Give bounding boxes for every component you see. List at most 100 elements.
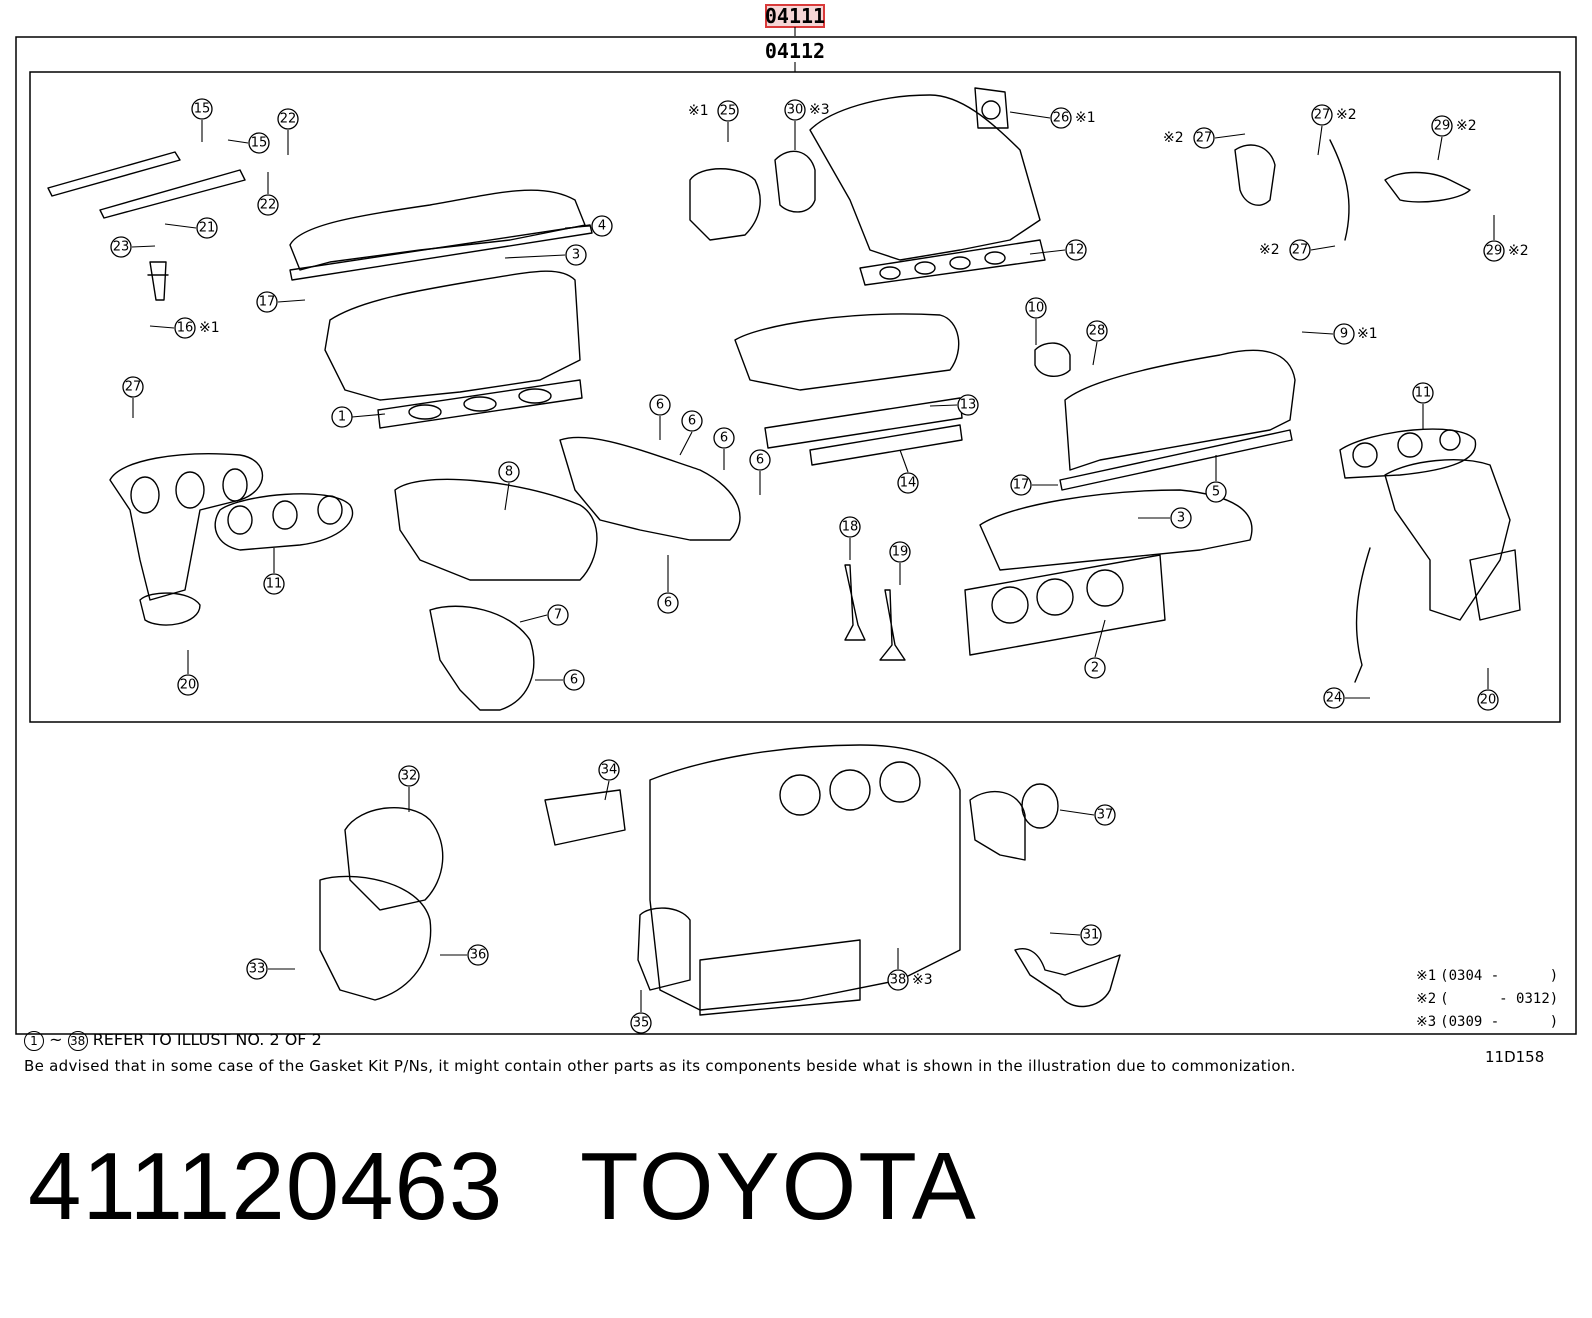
- callout-number: 25: [720, 104, 737, 119]
- svg-text:※3(0309 - ): ※3(0309 - ): [1416, 1014, 1558, 1030]
- callout-circle[interactable]: [498, 461, 520, 483]
- callout-circle[interactable]: [1477, 689, 1499, 711]
- callout-number: 29: [1486, 244, 1503, 259]
- callout-circle[interactable]: [174, 317, 196, 339]
- callout-circle[interactable]: [1094, 804, 1116, 826]
- callout-circle[interactable]: [1025, 297, 1047, 319]
- illustration-id: 11D158: [1485, 1048, 1545, 1066]
- refer-note: 1 ~ 38 REFER TO ILLUST NO. 2 OF 2: [24, 1030, 322, 1051]
- callout-circle[interactable]: [467, 944, 489, 966]
- callout-number: 23: [113, 240, 130, 255]
- callout-number: 27: [1196, 131, 1213, 146]
- callout-circle[interactable]: [248, 132, 270, 154]
- callout-circle[interactable]: [398, 765, 420, 787]
- refer-end-ring: 38: [67, 1031, 88, 1051]
- advisory-note: Be advised that in some case of the Gask…: [24, 1057, 1296, 1075]
- callout-circle[interactable]: [1431, 115, 1453, 137]
- callout-circle[interactable]: [1289, 239, 1311, 261]
- callout-circle[interactable]: [598, 759, 620, 781]
- callout-circle[interactable]: [887, 969, 909, 991]
- callout-number: 26: [1053, 111, 1070, 126]
- brand-name: TOYOTA: [580, 1133, 978, 1240]
- callout-circle[interactable]: [1193, 127, 1215, 149]
- kit-code: 04112: [765, 39, 825, 63]
- callout-circle[interactable]: [897, 472, 919, 494]
- callout-number: 22: [280, 112, 297, 127]
- legend-mark: ※2: [1416, 991, 1436, 1007]
- callout-number: 29: [1434, 119, 1451, 134]
- callout-note: ※1: [199, 320, 220, 336]
- refer-start-ring: 1: [24, 1031, 44, 1051]
- callout-circle[interactable]: [547, 604, 569, 626]
- callout-number: 11: [266, 577, 283, 592]
- assembly-code[interactable]: 04111: [765, 4, 825, 28]
- callout-circle[interactable]: [657, 592, 679, 614]
- callout-number: 15: [194, 102, 211, 117]
- callout-circle[interactable]: [177, 674, 199, 696]
- callout-circle[interactable]: [649, 394, 671, 416]
- callout-number: 10: [1028, 301, 1045, 316]
- callout-circle[interactable]: [1010, 474, 1032, 496]
- callout-number: 6: [664, 596, 672, 611]
- callout-note: ※2: [1259, 242, 1280, 258]
- callout-circle[interactable]: [256, 291, 278, 313]
- callout-number: 33: [249, 962, 266, 977]
- callout-circle[interactable]: [122, 376, 144, 398]
- callout-circle[interactable]: [1086, 320, 1108, 342]
- callout-circle[interactable]: [1323, 687, 1345, 709]
- callout-circle[interactable]: [630, 1012, 652, 1034]
- callout-circle[interactable]: [563, 669, 585, 691]
- callout-number: 19: [892, 545, 909, 560]
- callout-note: ※1: [688, 103, 709, 119]
- callout-circle[interactable]: [957, 394, 979, 416]
- callout-circle[interactable]: [196, 217, 218, 239]
- callout-circle[interactable]: [591, 215, 613, 237]
- callout-number: 27: [125, 380, 142, 395]
- callout-number: 22: [260, 198, 277, 213]
- callout-number: 8: [505, 465, 513, 480]
- callout-circle[interactable]: [1080, 924, 1102, 946]
- callout-circle[interactable]: [681, 410, 703, 432]
- applicability-legend: ※1(0304 - ) ※2( - 0312) ※3(0309 - ): [1416, 968, 1558, 1030]
- callout-circle[interactable]: [277, 108, 299, 130]
- callout-circle[interactable]: [331, 406, 353, 428]
- part-number: 411120463: [28, 1133, 504, 1240]
- callout-circle[interactable]: [257, 194, 279, 216]
- callout-number: 18: [842, 520, 859, 535]
- callout-note: ※2: [1163, 130, 1184, 146]
- callout-number: 6: [756, 453, 764, 468]
- callout-circle[interactable]: [263, 573, 285, 595]
- callout-number: 6: [720, 431, 728, 446]
- callout-circle[interactable]: [246, 958, 268, 980]
- callout-circle[interactable]: [565, 244, 587, 266]
- callout-number: 32: [401, 769, 418, 784]
- callout-circle[interactable]: [1065, 239, 1087, 261]
- callout-circle[interactable]: [717, 100, 739, 122]
- callout-number: 5: [1212, 485, 1220, 500]
- callout-circle[interactable]: [1483, 240, 1505, 262]
- callout-number: 14: [900, 476, 917, 491]
- callout-number: 4: [598, 219, 606, 234]
- callout-circle[interactable]: [1412, 382, 1434, 404]
- callout-circle[interactable]: [1205, 481, 1227, 503]
- callout-number: 1: [338, 410, 346, 425]
- svg-text:※1(0304 - ): ※1(0304 - ): [1416, 968, 1558, 984]
- callout-circle[interactable]: [889, 541, 911, 563]
- callout-circle[interactable]: [749, 449, 771, 471]
- callout-circle[interactable]: [1311, 104, 1333, 126]
- legend-range: ( - 0312): [1440, 991, 1558, 1007]
- outer-frame: [15, 36, 1577, 1035]
- callout-number: 34: [601, 763, 618, 778]
- callout-circle[interactable]: [191, 98, 213, 120]
- callout-circle[interactable]: [1084, 657, 1106, 679]
- callout-number: 38: [890, 973, 907, 988]
- callout-circle[interactable]: [713, 427, 735, 449]
- callout-circle[interactable]: [839, 516, 861, 538]
- callout-circle[interactable]: [1050, 107, 1072, 129]
- callout-circle[interactable]: [784, 99, 806, 121]
- callout-circle[interactable]: [110, 236, 132, 258]
- callout-number: 28: [1089, 324, 1106, 339]
- callout-circle[interactable]: [1333, 323, 1355, 345]
- callout-circle[interactable]: [1170, 507, 1192, 529]
